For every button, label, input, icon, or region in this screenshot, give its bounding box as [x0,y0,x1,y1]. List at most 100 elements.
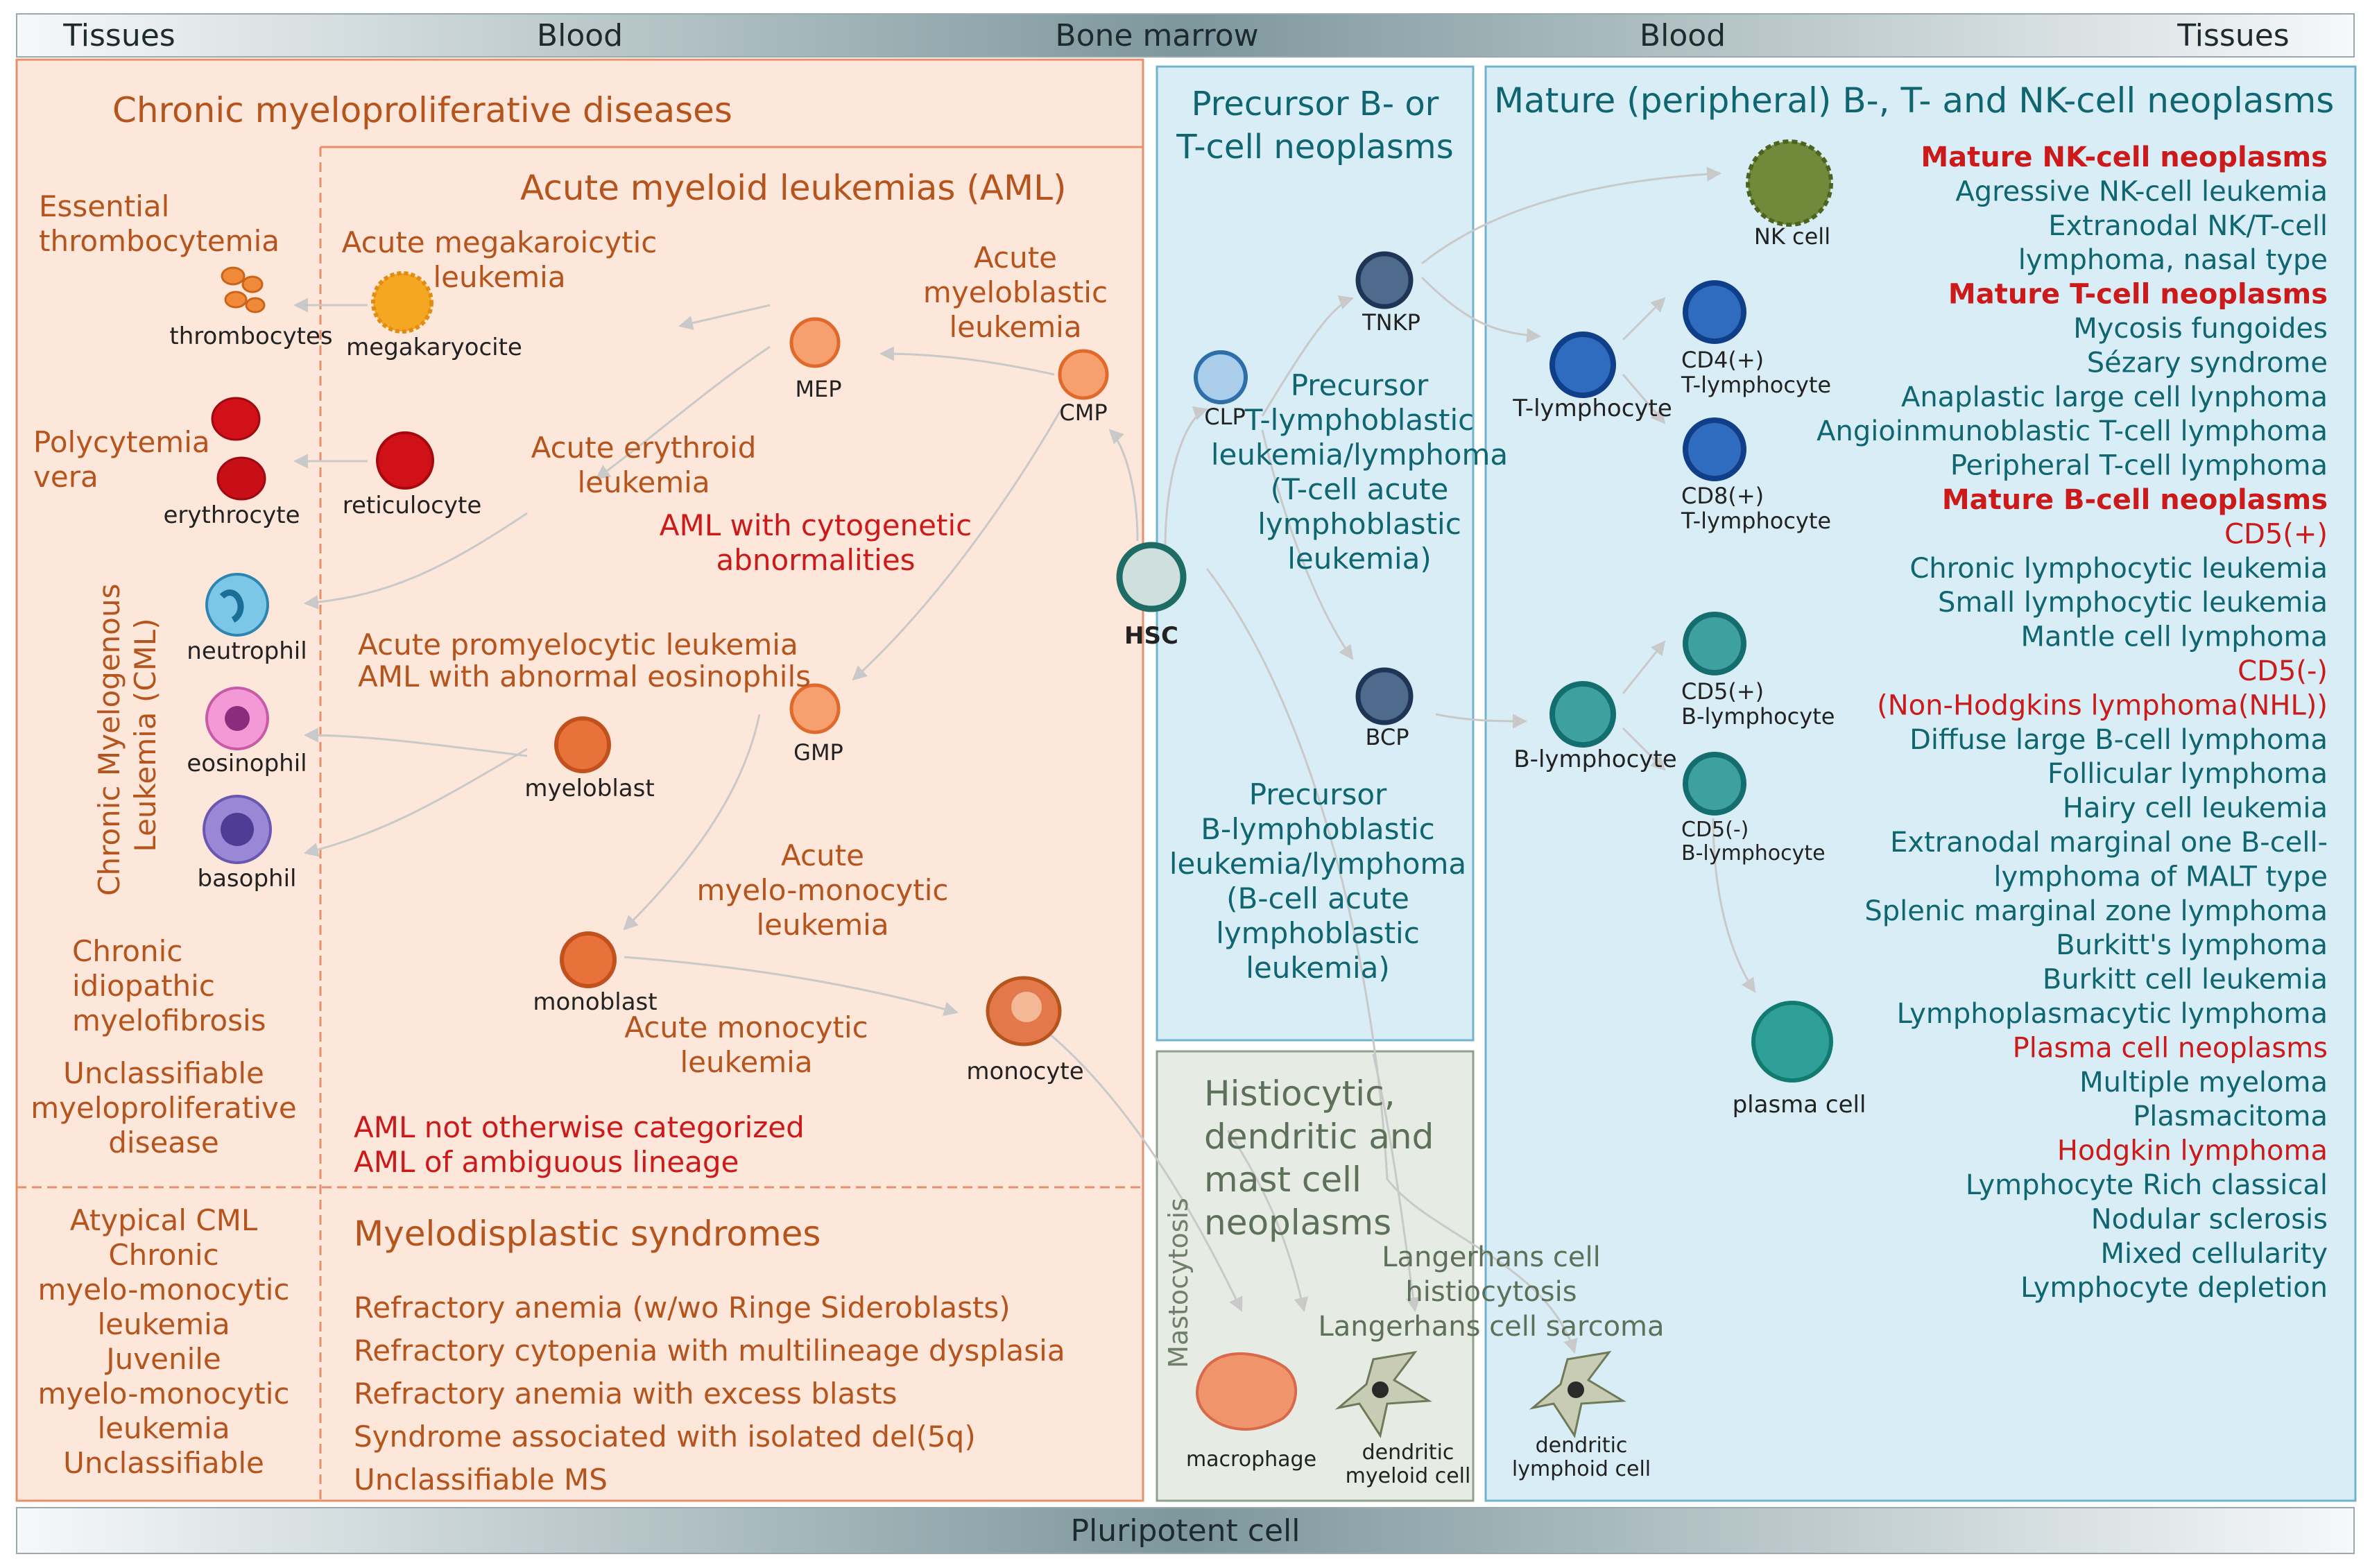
precursor-panel [1156,65,1475,1042]
clp-label: CLP [1204,404,1245,430]
footer-bar [16,1507,2355,1554]
nk-cell-label: NK cell [1754,223,1830,250]
mature-neoplasm-item: Extranodal marginal one B-cell- [1890,827,2328,859]
bcp-cell [1355,667,1414,725]
b-lymphocyte-cell [1549,681,1616,748]
mature-neoplasm-item: Splenic marginal zone lymphoma [1864,895,2328,927]
cd8-cell [1683,417,1746,481]
cd4-cell [1683,280,1746,344]
footer-pluripotent-cell: Pluripotent cell [1071,1513,1300,1549]
hsc-label: HSC [1124,622,1178,650]
dendritic-myeloid-nucleus [1372,1381,1389,1398]
reticulocyte-cell [376,431,434,490]
tnkp-label: TNKP [1362,309,1420,336]
mature-neoplasm-item: CD5(-) [2238,655,2328,687]
macrophage-label: macrophage [1186,1447,1316,1472]
t-lymphocyte-cell [1549,331,1616,398]
mature-neoplasm-item: Mixed cellularity [2101,1238,2328,1270]
mature-neoplasm-item: Burkitt cell leukemia [2043,964,2328,996]
mature-neoplasm-item: lymphoma of MALT type [1993,861,2328,893]
erythrocyte-cell-2 [216,456,266,501]
nk-cell [1746,139,1833,227]
cd5n-cell [1683,752,1746,816]
mds-item: Refractory cytopenia with multilineage d… [354,1334,1065,1368]
mature-neoplasm-item: Angioinmunoblastic T-cell lymphoma [1817,415,2328,447]
header-tissues-left: Tissues [62,18,175,53]
mature-neoplasm-item: Hodgkin lymphoma [2057,1135,2328,1167]
mature-neoplasm-item: Lymphoplasmacytic lymphoma [1897,998,2328,1030]
cd8-label: CD8(+)T-lymphocyte [1681,483,1831,534]
mep-label: MEP [795,376,841,402]
myeloblast-label: myeloblast [524,775,654,802]
mature-neoplasm-item: Lymphocyte depletion [2020,1272,2328,1304]
header-blood-right: Blood [1640,18,1726,53]
header-blood-left: Blood [537,18,623,53]
mature-neoplasm-item: Mantle cell lymphoma [2021,621,2328,653]
cd4-label: CD4(+)T-lymphocyte [1681,347,1831,398]
mds-item: Unclassifiable MS [354,1463,608,1497]
plasma-cell [1751,1001,1833,1083]
mds-item: Refractory anemia with excess blasts [354,1377,898,1411]
reticulocyte-label: reticulocyte [343,492,481,519]
erythrocyte-label: erythrocyte [164,501,300,529]
mature-neoplasm-item: Anaplastic large cell lynphoma [1901,381,2328,413]
cd5p-label: CD5(+)B-lymphocyte [1681,678,1835,730]
mature-category-heading: Mature NK-cell neoplasms [1921,141,2328,173]
mature-neoplasm-item: Lymphocyte Rich classical [1966,1169,2328,1201]
megakaryocite-label: megakaryocite [346,334,522,361]
mature-neoplasm-item: CD5(+) [2224,518,2328,550]
bcp-label: BCP [1365,724,1409,750]
histio-panel [1156,1050,1475,1502]
thrombocytes-cells [221,266,266,313]
header-tissues-right: Tissues [2176,18,2289,53]
gmp-cell [789,683,841,734]
cd5p-cell [1683,612,1746,675]
cd5n-label: CD5(-)B-lymphocyte [1681,818,1826,865]
mature-neoplasm-item: Hairy cell leukemia [2063,793,2328,825]
myeloid-panel [15,58,1144,1502]
mature-neoplasm-item: Burkitt's lymphoma [2056,929,2328,961]
mds-item: Syndrome associated with isolated del(5q… [354,1420,976,1454]
neutrophil-cell [205,573,269,637]
clp-cell [1194,350,1248,404]
mds-list: Refractory anemia (w/wo Ringe Sideroblas… [354,1291,1074,1497]
mature-neoplasm-item: lymphoma, nasal type [2018,244,2328,276]
cmpd-title: Chronic myeloproliferative diseases [112,90,732,130]
cmp-label: CMP [1059,399,1107,426]
mature-neoplasm-item: Plasma cell neoplasms [2013,1032,2328,1064]
mature-neoplasm-item: Agressive NK-cell leukemia [1955,175,2328,207]
header-bar [16,13,2355,58]
mature-neoplasm-item: Sézary syndrome [2087,347,2328,379]
cml-vertical-label: Chronic Myelogenous Leukemia (CML) [92,574,162,896]
monocyte-label: monocyte [966,1058,1083,1085]
mature-neoplasm-item: Diffuse large B-cell lymphoma [1909,724,2328,756]
neutrophil-nucleus [219,589,244,623]
mature-neoplasm-item: (Non-Hodgkins lymphoma(NHL)) [1877,689,2328,721]
b-lymphocyte-label: B-lymphocyte [1513,746,1676,773]
basophil-nucleus [221,813,254,846]
tnkp-cell [1355,251,1414,309]
neutrophil-label: neutrophil [187,637,307,665]
monocyte-nucleus [1011,992,1042,1022]
hsc-cell [1116,542,1187,612]
mds-item: Refractory anemia (w/wo Ringe Sideroblas… [354,1291,1011,1325]
mastocytosis-label: Mastocytosis [1163,1198,1194,1368]
